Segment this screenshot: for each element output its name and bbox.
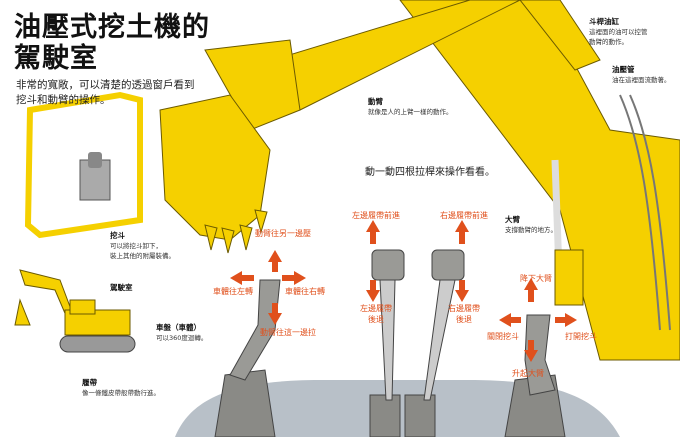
callout-title: 動臂	[368, 97, 383, 106]
label-line: 左邊履帶	[360, 304, 392, 313]
label-line: 後退	[368, 315, 384, 324]
callout-text: 動臂的動作。	[589, 38, 628, 46]
callout-track: 履帶 像一條鐵皮帶般帶動行進。	[82, 377, 160, 398]
label-left-joystick-up: 動臂往另一邊壓	[255, 229, 311, 238]
subtitle: 非常的寬敞，可以清楚的透過窗戶看到 挖斗和動臂的操作。	[16, 78, 216, 108]
title-line-2: 駕駛室	[14, 43, 98, 74]
instruction-text: 動一動四根拉桿來操作看看。	[365, 167, 495, 178]
arrow-left	[230, 271, 254, 285]
label-left-track-up: 左邊履帶前進	[352, 211, 400, 220]
callout-title: 車盤（車體）	[156, 323, 201, 332]
levers	[229, 249, 556, 401]
right-track-lever	[431, 249, 465, 281]
page-title: 油壓式挖土機的 駕駛室	[14, 12, 234, 74]
callout-arm-cylinder: 斗桿油缸 這裡面的油可以控管 動臂的動作。	[589, 16, 648, 47]
cab-illustration	[24, 91, 143, 239]
left-track-lever	[371, 249, 405, 281]
label-right-joystick-right: 打開挖斗	[565, 332, 597, 341]
direction-arrows	[230, 220, 577, 362]
callout-text: 支撐動臂的地方。	[505, 226, 557, 234]
callout-bucket: 挖斗 可以將挖斗卸下， 裝上其他的附屬裝備。	[110, 230, 175, 261]
arrow-down	[268, 303, 282, 325]
subtitle-line-2: 挖斗和動臂的操作。	[16, 94, 111, 106]
callout-body: 車盤（車體） 可以360度迴轉。	[156, 322, 207, 343]
small-excavator	[14, 269, 136, 353]
callout-text: 裝上其他的附屬裝備。	[110, 252, 175, 260]
callout-text: 就像是人的上臂一樣的動作。	[368, 108, 453, 116]
callout-title: 斗桿油缸	[589, 17, 619, 26]
callout-text: 可以360度迴轉。	[156, 334, 208, 342]
callout-boom: 大臂 支撐動臂的地方。	[505, 214, 557, 235]
callout-text: 像一條鐵皮帶般帶動行進。	[82, 389, 160, 397]
callout-cab: 駕駛室	[110, 282, 133, 293]
boom	[159, 0, 680, 361]
label-left-track-down: 左邊履帶 後退	[360, 303, 392, 325]
callout-title: 履帶	[82, 378, 97, 387]
callout-text: 這裡面的油可以控管	[589, 28, 648, 36]
label-right-joystick-left: 關閉挖斗	[487, 332, 519, 341]
right-joystick	[524, 314, 556, 396]
bucket-teeth	[204, 209, 268, 254]
subtitle-line-1: 非常的寬敞，可以清楚的透過窗戶看到	[16, 79, 195, 91]
callout-title: 油壓管	[612, 65, 635, 74]
callout-text: 油在這裡面流動著。	[612, 76, 671, 84]
callout-text: 可以將挖斗卸下，	[110, 242, 162, 250]
boom-cylinder	[554, 249, 584, 306]
arrow-up	[268, 250, 282, 272]
callout-hydraulic-hose: 油壓管 油在這裡面流動著。	[612, 64, 671, 85]
left-joystick	[229, 279, 281, 381]
label-right-joystick-down: 升起大臂	[512, 369, 544, 378]
label-left-joystick-left: 車體往左轉	[213, 287, 253, 296]
callout-arm: 動臂 就像是人的上臂一樣的動作。	[368, 96, 453, 117]
callout-title: 大臂	[505, 215, 520, 224]
label-left-joystick-down: 動臂往這一邊拉	[260, 328, 316, 337]
label-line: 右邊履帶	[448, 304, 480, 313]
arrow-right	[282, 271, 306, 285]
title-line-1: 油壓式挖土機的	[14, 12, 210, 43]
callout-title: 挖斗	[110, 231, 125, 240]
label-line: 後退	[456, 315, 472, 324]
label-right-joystick-up: 降下大臂	[520, 274, 552, 283]
label-left-joystick-right: 車體往右轉	[285, 287, 325, 296]
label-right-track-up: 右邊履帶前進	[440, 211, 488, 220]
label-right-track-down: 右邊履帶 後退	[448, 303, 480, 325]
callout-title: 駕駛室	[110, 283, 133, 292]
